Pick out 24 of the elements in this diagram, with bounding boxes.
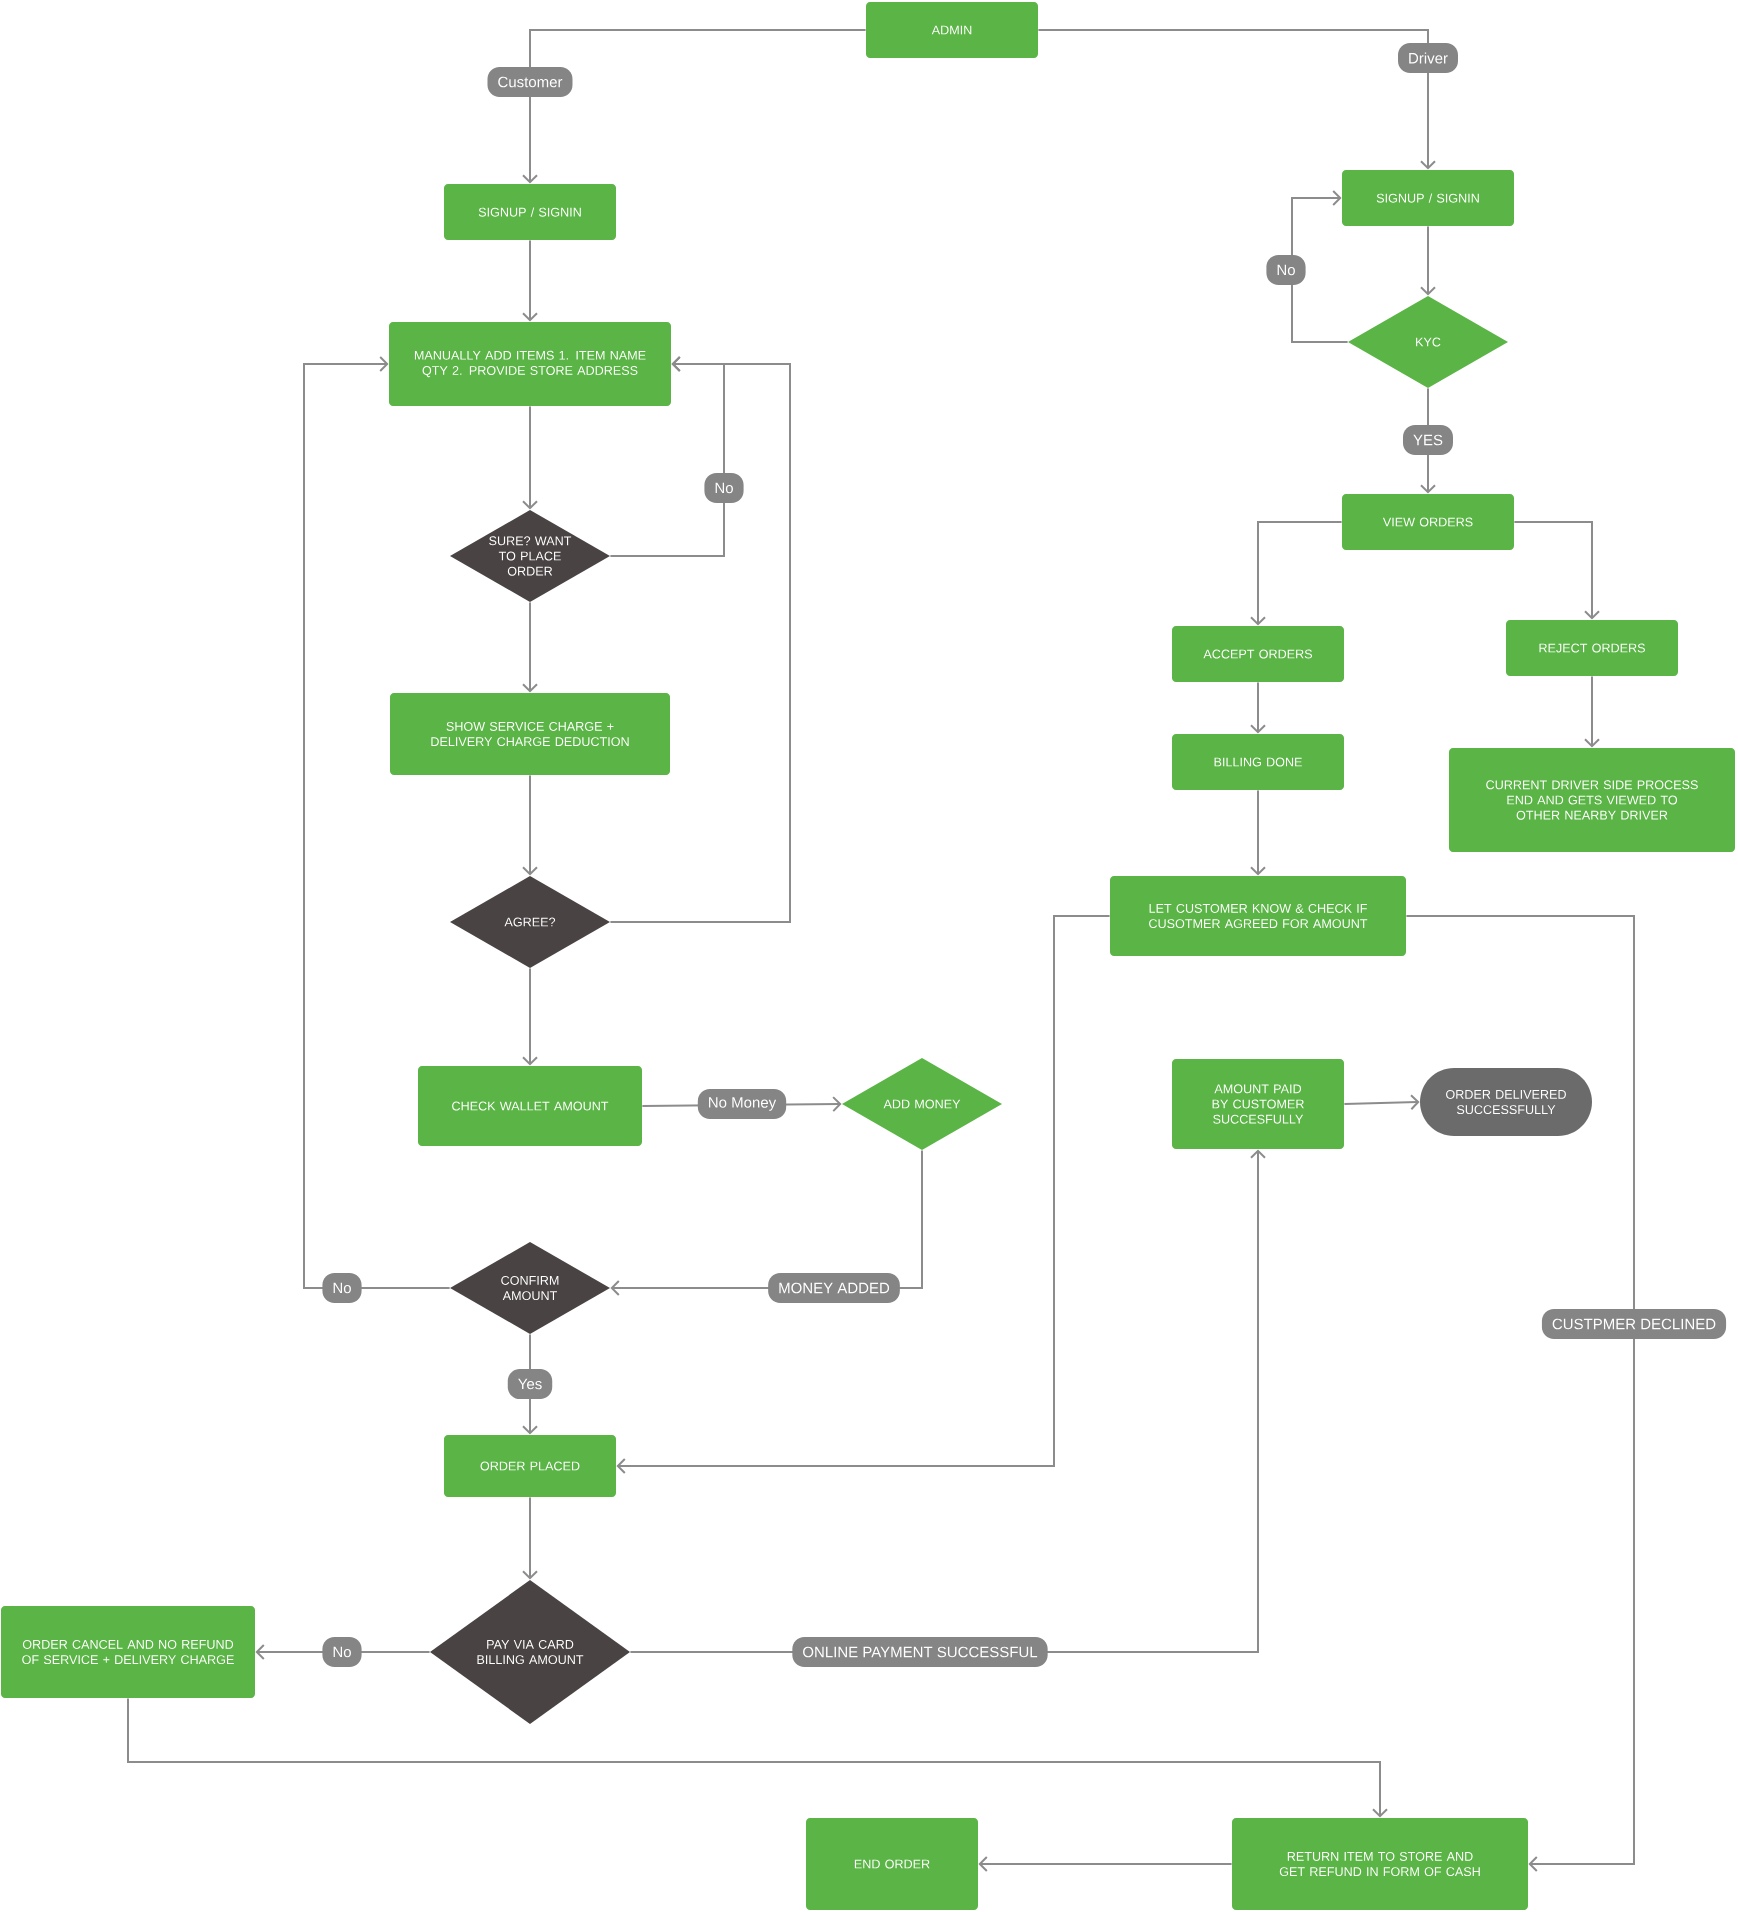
arrow — [1513, 521, 1600, 620]
arrow — [1250, 681, 1266, 734]
arrow — [1343, 1094, 1420, 1111]
arrow — [1291, 190, 1349, 343]
arrow — [255, 1644, 431, 1660]
arrow — [522, 967, 538, 1066]
arrow — [522, 405, 538, 510]
arrow — [522, 601, 538, 693]
arrow — [303, 356, 451, 1289]
arrow — [522, 29, 867, 184]
arrow — [1250, 789, 1266, 876]
arrow — [1405, 915, 1635, 1872]
arrow — [1584, 675, 1600, 748]
arrow — [522, 774, 538, 876]
arrow — [1420, 225, 1436, 296]
arrow — [609, 356, 791, 923]
arrow — [522, 1496, 538, 1580]
arrow — [978, 1856, 1233, 1872]
arrow — [127, 1697, 1388, 1818]
arrow — [1037, 29, 1436, 170]
arrow — [616, 915, 1111, 1474]
arrow — [1250, 521, 1343, 626]
arrow — [522, 239, 538, 322]
arrow — [522, 1333, 538, 1435]
